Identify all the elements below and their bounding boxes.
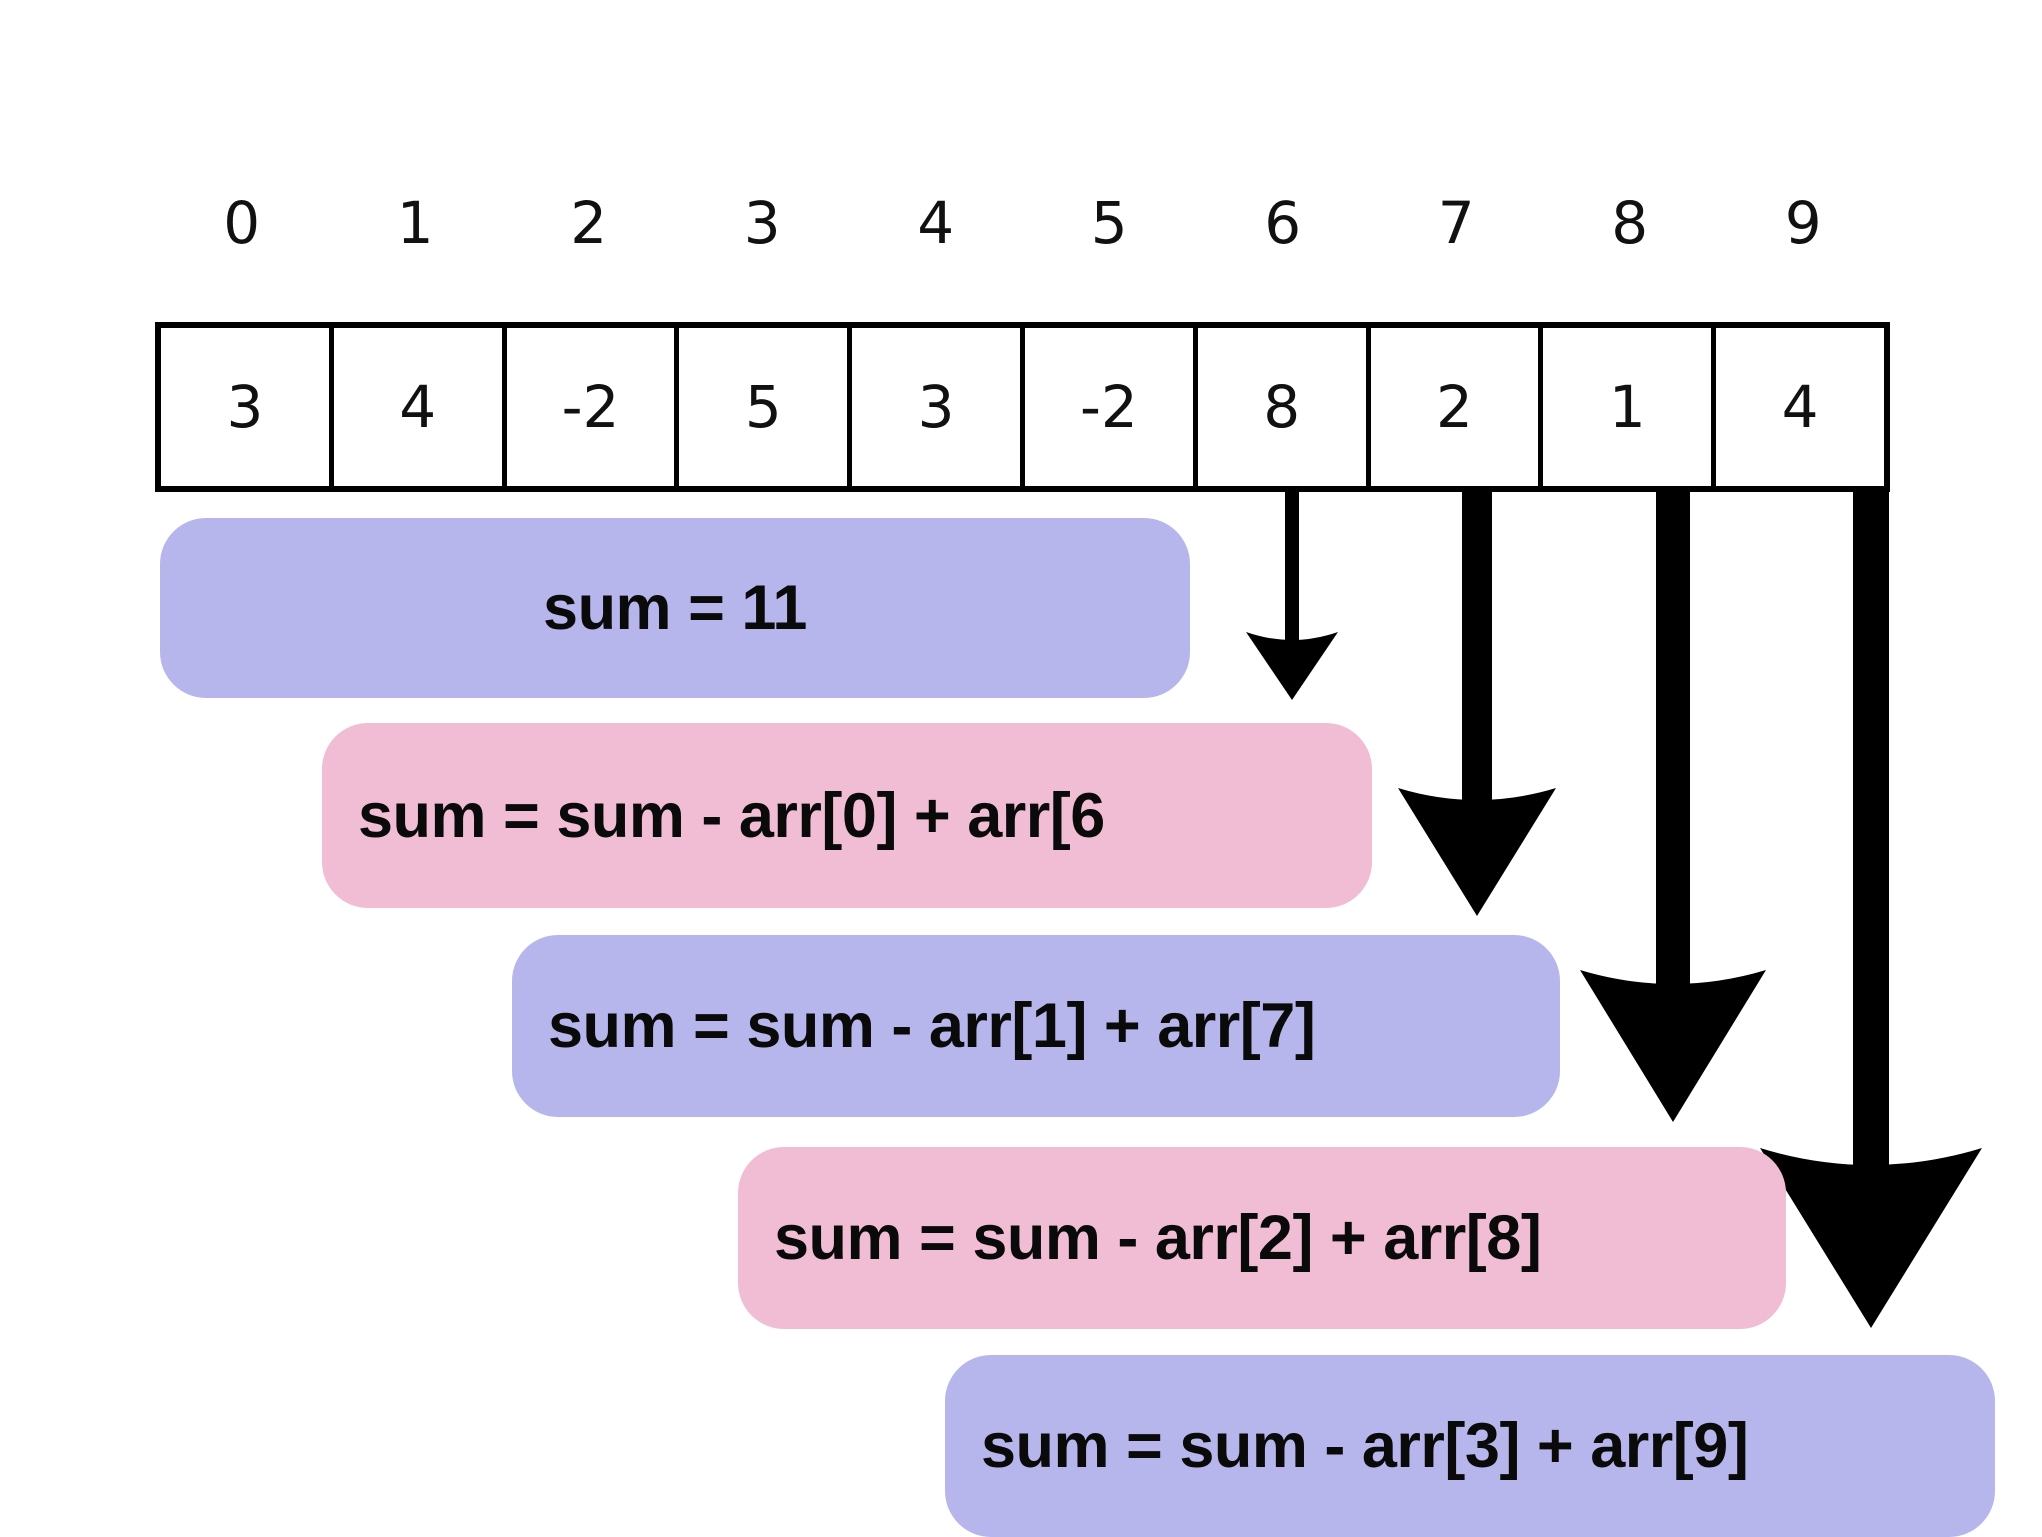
array-index-label: 5 xyxy=(1090,189,1128,257)
array-cell: 8 xyxy=(1197,328,1371,486)
array-index-row: 0 1 2 3 4 5 6 7 8 9 xyxy=(155,188,1890,258)
array-cell: 4 xyxy=(333,328,507,486)
array-index-label: 2 xyxy=(570,189,608,257)
arrow-index-8 xyxy=(1580,492,1766,1122)
array-index-label: 0 xyxy=(223,189,261,257)
array-index-label: 1 xyxy=(396,189,434,257)
arrow-index-9 xyxy=(1760,492,1982,1328)
array-index-label: 6 xyxy=(1264,189,1302,257)
array-cell: 5 xyxy=(679,328,853,486)
array-index-label: 3 xyxy=(743,189,781,257)
array-cell: 3 xyxy=(852,328,1025,486)
array-index-label: 8 xyxy=(1611,189,1649,257)
step-bar-3: sum = sum - arr[2] + arr[8] xyxy=(738,1147,1786,1329)
array-cell: 2 xyxy=(1370,328,1544,486)
step-label: sum = sum - arr[3] + arr[9] xyxy=(981,1411,1749,1481)
array-cell: 3 xyxy=(161,328,334,486)
step-bar-0: sum = 11 xyxy=(160,518,1190,698)
step-label: sum = sum - arr[0] + arr[6 xyxy=(358,780,1105,851)
arrow-index-7 xyxy=(1398,492,1556,916)
step-bar-2: sum = sum - arr[1] + arr[7] xyxy=(512,935,1560,1117)
array-index-label: 9 xyxy=(1784,189,1822,257)
array-cell: -2 xyxy=(1024,328,1198,486)
array-table: 3 4 -2 5 3 -2 8 2 1 4 xyxy=(155,322,1890,492)
step-label: sum = sum - arr[1] + arr[7] xyxy=(548,991,1316,1061)
array-index-label: 4 xyxy=(917,189,955,257)
step-bar-1: sum = sum - arr[0] + arr[6 xyxy=(322,723,1372,908)
array-index-label: 7 xyxy=(1437,189,1475,257)
array-cell: 4 xyxy=(1716,328,1884,486)
step-label: sum = 11 xyxy=(543,573,807,643)
step-bar-4: sum = sum - arr[3] + arr[9] xyxy=(945,1355,1995,1537)
array-cell: 1 xyxy=(1543,328,1717,486)
array-cell: -2 xyxy=(506,328,680,486)
arrow-index-6 xyxy=(1246,492,1338,700)
step-label: sum = sum - arr[2] + arr[8] xyxy=(774,1203,1542,1273)
